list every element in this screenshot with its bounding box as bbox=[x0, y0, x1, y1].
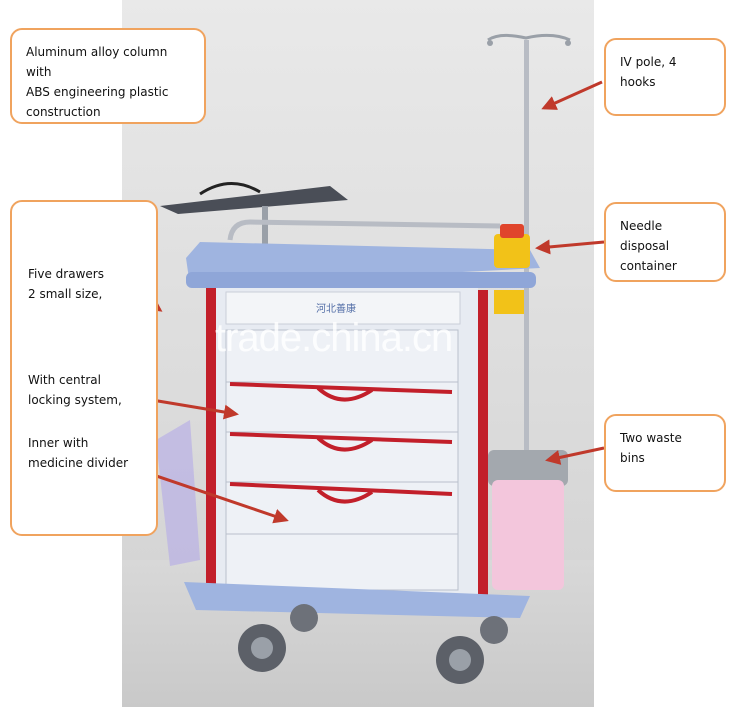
cart-base bbox=[184, 582, 530, 618]
drawers bbox=[225, 329, 459, 591]
side-box bbox=[156, 420, 200, 566]
callout-drawers-box: Five drawers 2 small size, With central … bbox=[10, 200, 158, 536]
needle-container bbox=[494, 224, 530, 314]
callout-needle: Needle disposal container bbox=[604, 202, 726, 282]
watermark-text: trade.china.cn bbox=[215, 316, 453, 360]
cart-frame bbox=[186, 242, 540, 288]
callout-column: Aluminum alloy column with ABS engineeri… bbox=[10, 28, 206, 124]
top-tray bbox=[160, 182, 348, 246]
cart-label: 河北善康 bbox=[316, 302, 356, 315]
waste-bins bbox=[488, 450, 568, 590]
callout-locking: With central locking system, bbox=[28, 373, 122, 407]
callout-waste: Two waste bins bbox=[604, 414, 726, 492]
callout-divider: Inner with medicine divider bbox=[28, 436, 129, 470]
wheels bbox=[238, 604, 508, 684]
callout-iv-pole: IV pole, 4 hooks bbox=[604, 38, 726, 116]
callout-drawers: Five drawers 2 small size, bbox=[28, 267, 104, 301]
